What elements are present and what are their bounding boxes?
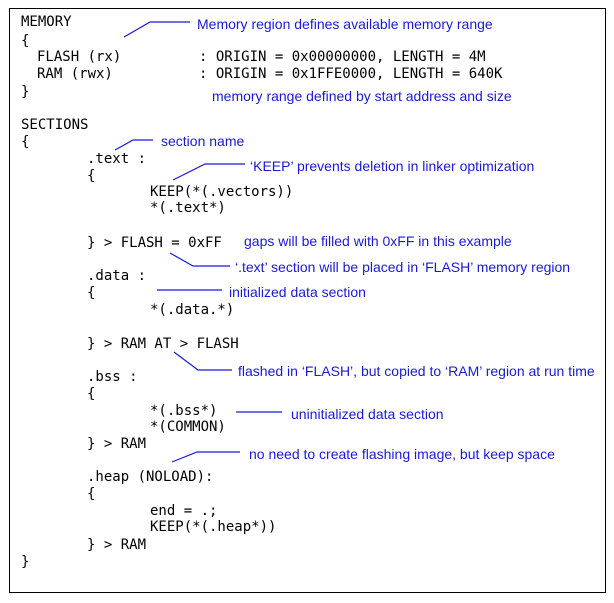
code-data-section-name: .data : [87, 268, 147, 284]
code-text-section-name: .text : [87, 151, 147, 167]
code-bss-input: *(.bss*) [150, 403, 218, 419]
code-heap-close-ram: } > RAM [87, 537, 147, 553]
note-keep: ‘KEEP’ prevents deletion in linker optim… [250, 158, 535, 174]
code-heap-open-brace: { [87, 486, 96, 502]
note-memory-region: Memory region defines available memory r… [197, 16, 493, 32]
code-data-input: *(.data.*) [150, 302, 235, 318]
code-bss-section-name: .bss : [87, 369, 138, 385]
note-text-in-flash: ‘.text’ section will be placed in ‘FLASH… [235, 259, 571, 275]
note-uninitialized-data: uninitialized data section [291, 406, 444, 422]
code-memory-keyword: MEMORY [21, 14, 72, 30]
code-bss-open-brace: { [87, 386, 96, 402]
code-flash-region-name: FLASH (rx) [37, 49, 122, 65]
code-data-close-ram-at-flash: } > RAM AT > FLASH [87, 336, 239, 352]
note-noload: no need to create flashing image, but ke… [249, 446, 555, 462]
note-section-name: section name [161, 133, 245, 149]
code-sections-close-brace: } [21, 554, 30, 570]
diagram-frame [9, 8, 606, 593]
code-bss-close-ram: } > RAM [87, 436, 147, 452]
code-text-input: *(.text*) [150, 200, 226, 216]
code-memory-open-brace: { [21, 33, 30, 49]
code-text-close-flash-fill: } > FLASH = 0xFF [87, 235, 222, 251]
note-flashed-copied: flashed in ‘FLASH’, but copied to ‘RAM’ … [238, 363, 595, 379]
code-heap-section-name: .heap (NOLOAD): [87, 469, 214, 485]
code-sections-open-brace: { [21, 134, 30, 150]
code-memory-close-brace: } [21, 84, 30, 100]
note-gap-fill: gaps will be filled with 0xFF in this ex… [244, 233, 512, 249]
note-initialized-data: initialized data section [229, 284, 366, 300]
code-end-symbol: end = .; [150, 503, 218, 519]
code-flash-region-def: : ORIGIN = 0x00000000, LENGTH = 4M [199, 49, 486, 65]
code-keep-heap: KEEP(*(.heap*)) [150, 519, 277, 535]
code-keep-vectors: KEEP(*(.vectors)) [150, 184, 294, 200]
code-text-open-brace: { [87, 168, 96, 184]
code-data-open-brace: { [87, 285, 96, 301]
code-ram-region-name: RAM (rwx) [37, 66, 113, 82]
code-ram-region-def: : ORIGIN = 0x1FFE0000, LENGTH = 640K [199, 66, 503, 82]
note-memory-range: memory range defined by start address an… [212, 88, 512, 104]
code-sections-keyword: SECTIONS [21, 117, 89, 133]
code-common-input: *(COMMON) [150, 419, 226, 435]
